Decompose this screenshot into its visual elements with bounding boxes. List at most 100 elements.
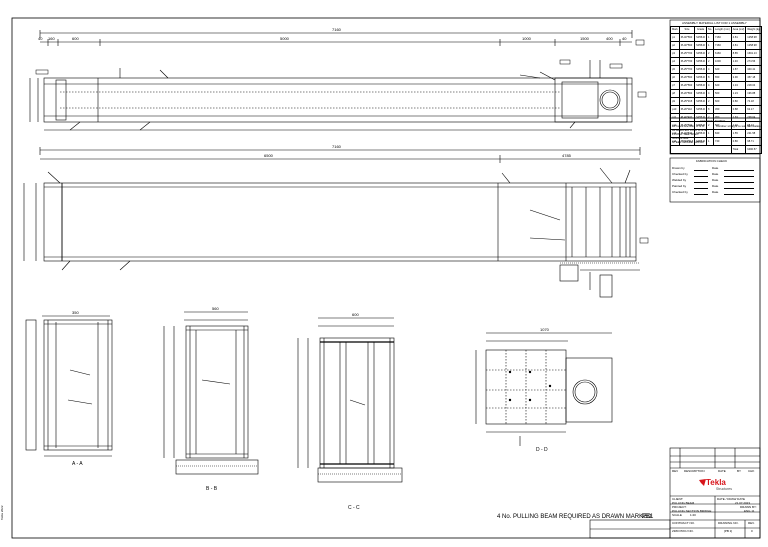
check-role: Painted by — [672, 184, 687, 188]
sec-c-width: 600 — [352, 312, 359, 317]
bom-cell: PL25*700 — [678, 49, 696, 58]
bom-cell: 450 — [713, 105, 732, 114]
client-value: PULLING BEAM — [672, 501, 695, 505]
bom-cell: 274.56 — [745, 57, 763, 66]
bom-cell: 840 — [713, 129, 732, 138]
bom-cell: 1.23 — [730, 89, 747, 98]
bom-cell: 74.18 — [745, 97, 763, 106]
bom-cell: 4 — [705, 89, 715, 98]
rev-head-chk: CHK — [748, 469, 755, 473]
check-date-line — [724, 182, 754, 183]
bom-cell: PL20*560 — [678, 89, 696, 98]
bom-cell: p1 — [670, 33, 680, 42]
contract-value: 2380 PROJ NO. — [672, 529, 694, 533]
bom-cell: 1 — [705, 41, 715, 50]
bom-cell: 560 — [713, 89, 732, 98]
check-sign-line — [694, 188, 708, 189]
chain-dim-4: 5000 — [280, 36, 289, 41]
bom-cell: S355J2 — [694, 73, 707, 82]
check-sign-line — [694, 176, 708, 177]
bom-cell: 1.87 — [730, 65, 747, 74]
bom-cell: 620 — [713, 81, 732, 90]
notes-right: Camber straight to suit fabrication — [716, 124, 761, 128]
section-a-a — [25, 315, 113, 457]
overall-length-dim: 7160 — [332, 27, 341, 32]
bom-cell: 1258.98 — [745, 41, 763, 50]
project-label: PROJECT: — [672, 505, 687, 509]
bom-cell: 1 — [705, 129, 715, 138]
bom-col-weight: Weight (kg) — [745, 26, 763, 34]
bom-title: ASSEMBLY MATERIAL LIST FOR 1 ASSEMBLY — [682, 21, 747, 25]
bom-cell: S355J2 — [694, 57, 707, 66]
section-c-c — [297, 317, 403, 483]
check-role: Checked by — [672, 190, 688, 194]
bom-cell: S355J2 — [694, 33, 707, 42]
tekla-brand: Tekla — [706, 478, 726, 487]
bom-col-mark: Mark — [670, 26, 680, 34]
bom-cell: 1258.98 — [745, 33, 763, 42]
bom-cell: 1 — [705, 137, 715, 146]
bom-cell: 650 — [713, 73, 732, 82]
bom-cell: 7160 — [713, 33, 732, 42]
elev-chain-2: 4785 — [562, 153, 571, 158]
bom-cell: p6 — [670, 73, 680, 82]
bom-cell: 457.18 — [745, 73, 763, 82]
drawing-mark: PB1 — [642, 514, 654, 520]
bom-cell: PL40*400 — [678, 113, 696, 122]
bom-cell: PL25*315 — [678, 97, 696, 106]
check-role: Checked by — [672, 172, 688, 176]
contract-label: CONTRACT NO. — [672, 521, 695, 525]
drawn-value: ENG 11 — [744, 509, 755, 513]
bom-cell: S355J2 — [694, 105, 707, 114]
scale-label: SCALE — [672, 513, 682, 517]
side-note: Tekla 2022 — [0, 505, 4, 520]
bom-cell: 1 — [705, 33, 715, 42]
bom-cell: 600 — [713, 97, 732, 106]
bom-col-no: No. — [705, 26, 715, 34]
bom-total-weight: 6490.57 — [745, 145, 763, 154]
section-a-title: A - A — [72, 461, 83, 467]
bom-cell: 740 — [713, 137, 732, 146]
notes-lines: All holes are Ø22 U.N.O.All welds are 8 … — [672, 124, 707, 144]
front-elevation — [23, 147, 641, 298]
check-frame — [669, 157, 761, 203]
bom-cell: 8 — [705, 73, 715, 82]
bom-cell: 0.88 — [730, 105, 747, 114]
bom-col-size: Size — [678, 26, 696, 34]
chain-dim-2: 160 — [48, 36, 55, 41]
client-label: CLIENT: — [672, 497, 684, 501]
bom-cell: 0.86 — [730, 137, 747, 146]
sec-b-width: 560 — [212, 306, 219, 311]
bom-cell: 2 — [705, 97, 715, 106]
top-elevation — [29, 30, 633, 131]
note-line: STEEL GRADE S355J2 — [672, 140, 704, 144]
bom-cell: p5 — [670, 65, 680, 74]
section-d-title: D - D — [536, 447, 548, 453]
note-line: GALVANIZE — [672, 136, 689, 140]
chain-dim-7: 400 — [606, 36, 613, 41]
section-b-b — [163, 311, 259, 475]
notes-title: GENERAL NOTES — [700, 119, 726, 123]
title-block-frame — [589, 447, 761, 539]
drawing-caption: 4 No. PULLING BEAM REQUIRED AS DRAWN MAR… — [497, 514, 652, 520]
chain-dim-1: 40 — [38, 36, 43, 41]
bom-cell: p8 — [670, 89, 680, 98]
chain-dim-8: 40 — [622, 36, 627, 41]
section-d-d — [475, 332, 613, 446]
rev-head-by: BY — [737, 469, 742, 473]
bom-cell: 196.88 — [745, 89, 763, 98]
sec-a-width: 350 — [72, 310, 79, 315]
note-line: All holes are Ø22 U.N.O. — [672, 124, 706, 128]
bom-cell: 1.34 — [730, 81, 747, 90]
bom-cell: p10 — [670, 105, 680, 114]
check-date-label: Date — [712, 172, 719, 176]
bom-cell: 1.63 — [730, 113, 747, 122]
bom-cell: p4 — [670, 57, 680, 66]
